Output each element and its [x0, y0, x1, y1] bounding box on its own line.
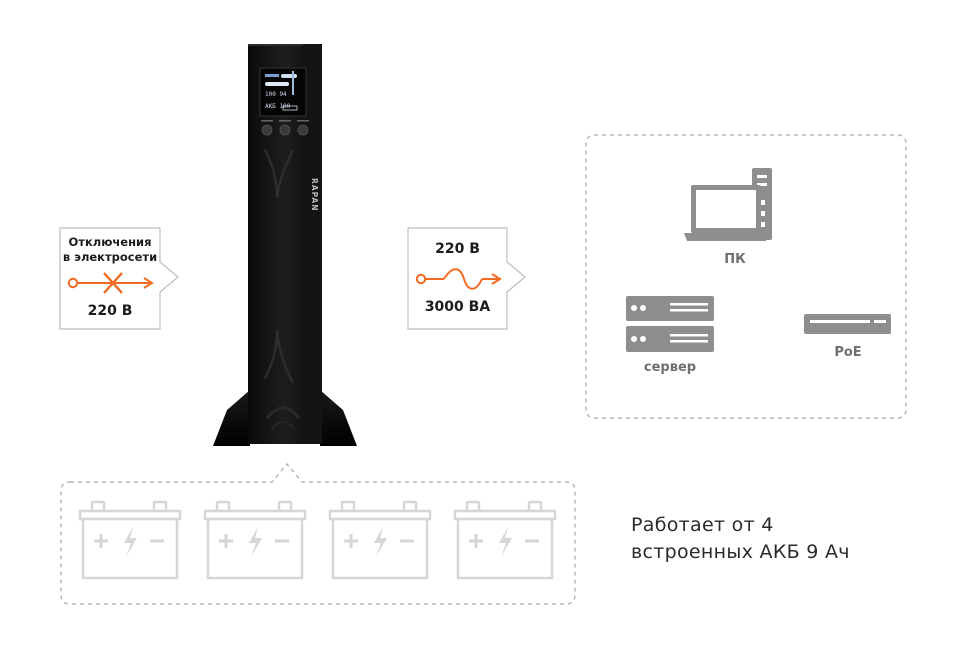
- battery-note-line1: Работает от 4: [631, 514, 774, 536]
- input-title: Отключения в электросети: [60, 235, 160, 265]
- battery-note-line2: встроенных АКБ 9 Ач: [631, 541, 850, 563]
- power-outage-icon: [67, 272, 154, 294]
- svg-text:AKБ 100: AKБ 100: [265, 103, 291, 110]
- input-title-line1: Отключения: [68, 235, 152, 249]
- ups-brand-text: RAPAN: [310, 178, 319, 211]
- battery-note: Работает от 4 встроенных АКБ 9 Ач: [631, 512, 931, 566]
- ac-power-icon: [415, 268, 502, 290]
- battery-icon: [328, 500, 432, 580]
- pc-label: ПК: [724, 252, 746, 267]
- pc-icon: [684, 168, 772, 241]
- poe-label: PoE: [834, 345, 862, 360]
- output-power: 3000 ВА: [424, 299, 491, 315]
- svg-text:100 94: 100 94: [265, 91, 287, 98]
- battery-icon: [203, 500, 307, 580]
- battery-icon: [453, 500, 557, 580]
- battery-icon: [78, 500, 182, 580]
- server-icon: [626, 296, 714, 352]
- ups-device: 100 94 AKБ 100 RAPAN: [213, 44, 357, 446]
- server-label: сервер: [643, 360, 697, 375]
- poe-switch-icon: [804, 314, 891, 334]
- input-title-line2: в электросети: [62, 250, 158, 264]
- output-voltage: 220 В: [435, 241, 480, 257]
- input-voltage: 220 В: [87, 303, 133, 319]
